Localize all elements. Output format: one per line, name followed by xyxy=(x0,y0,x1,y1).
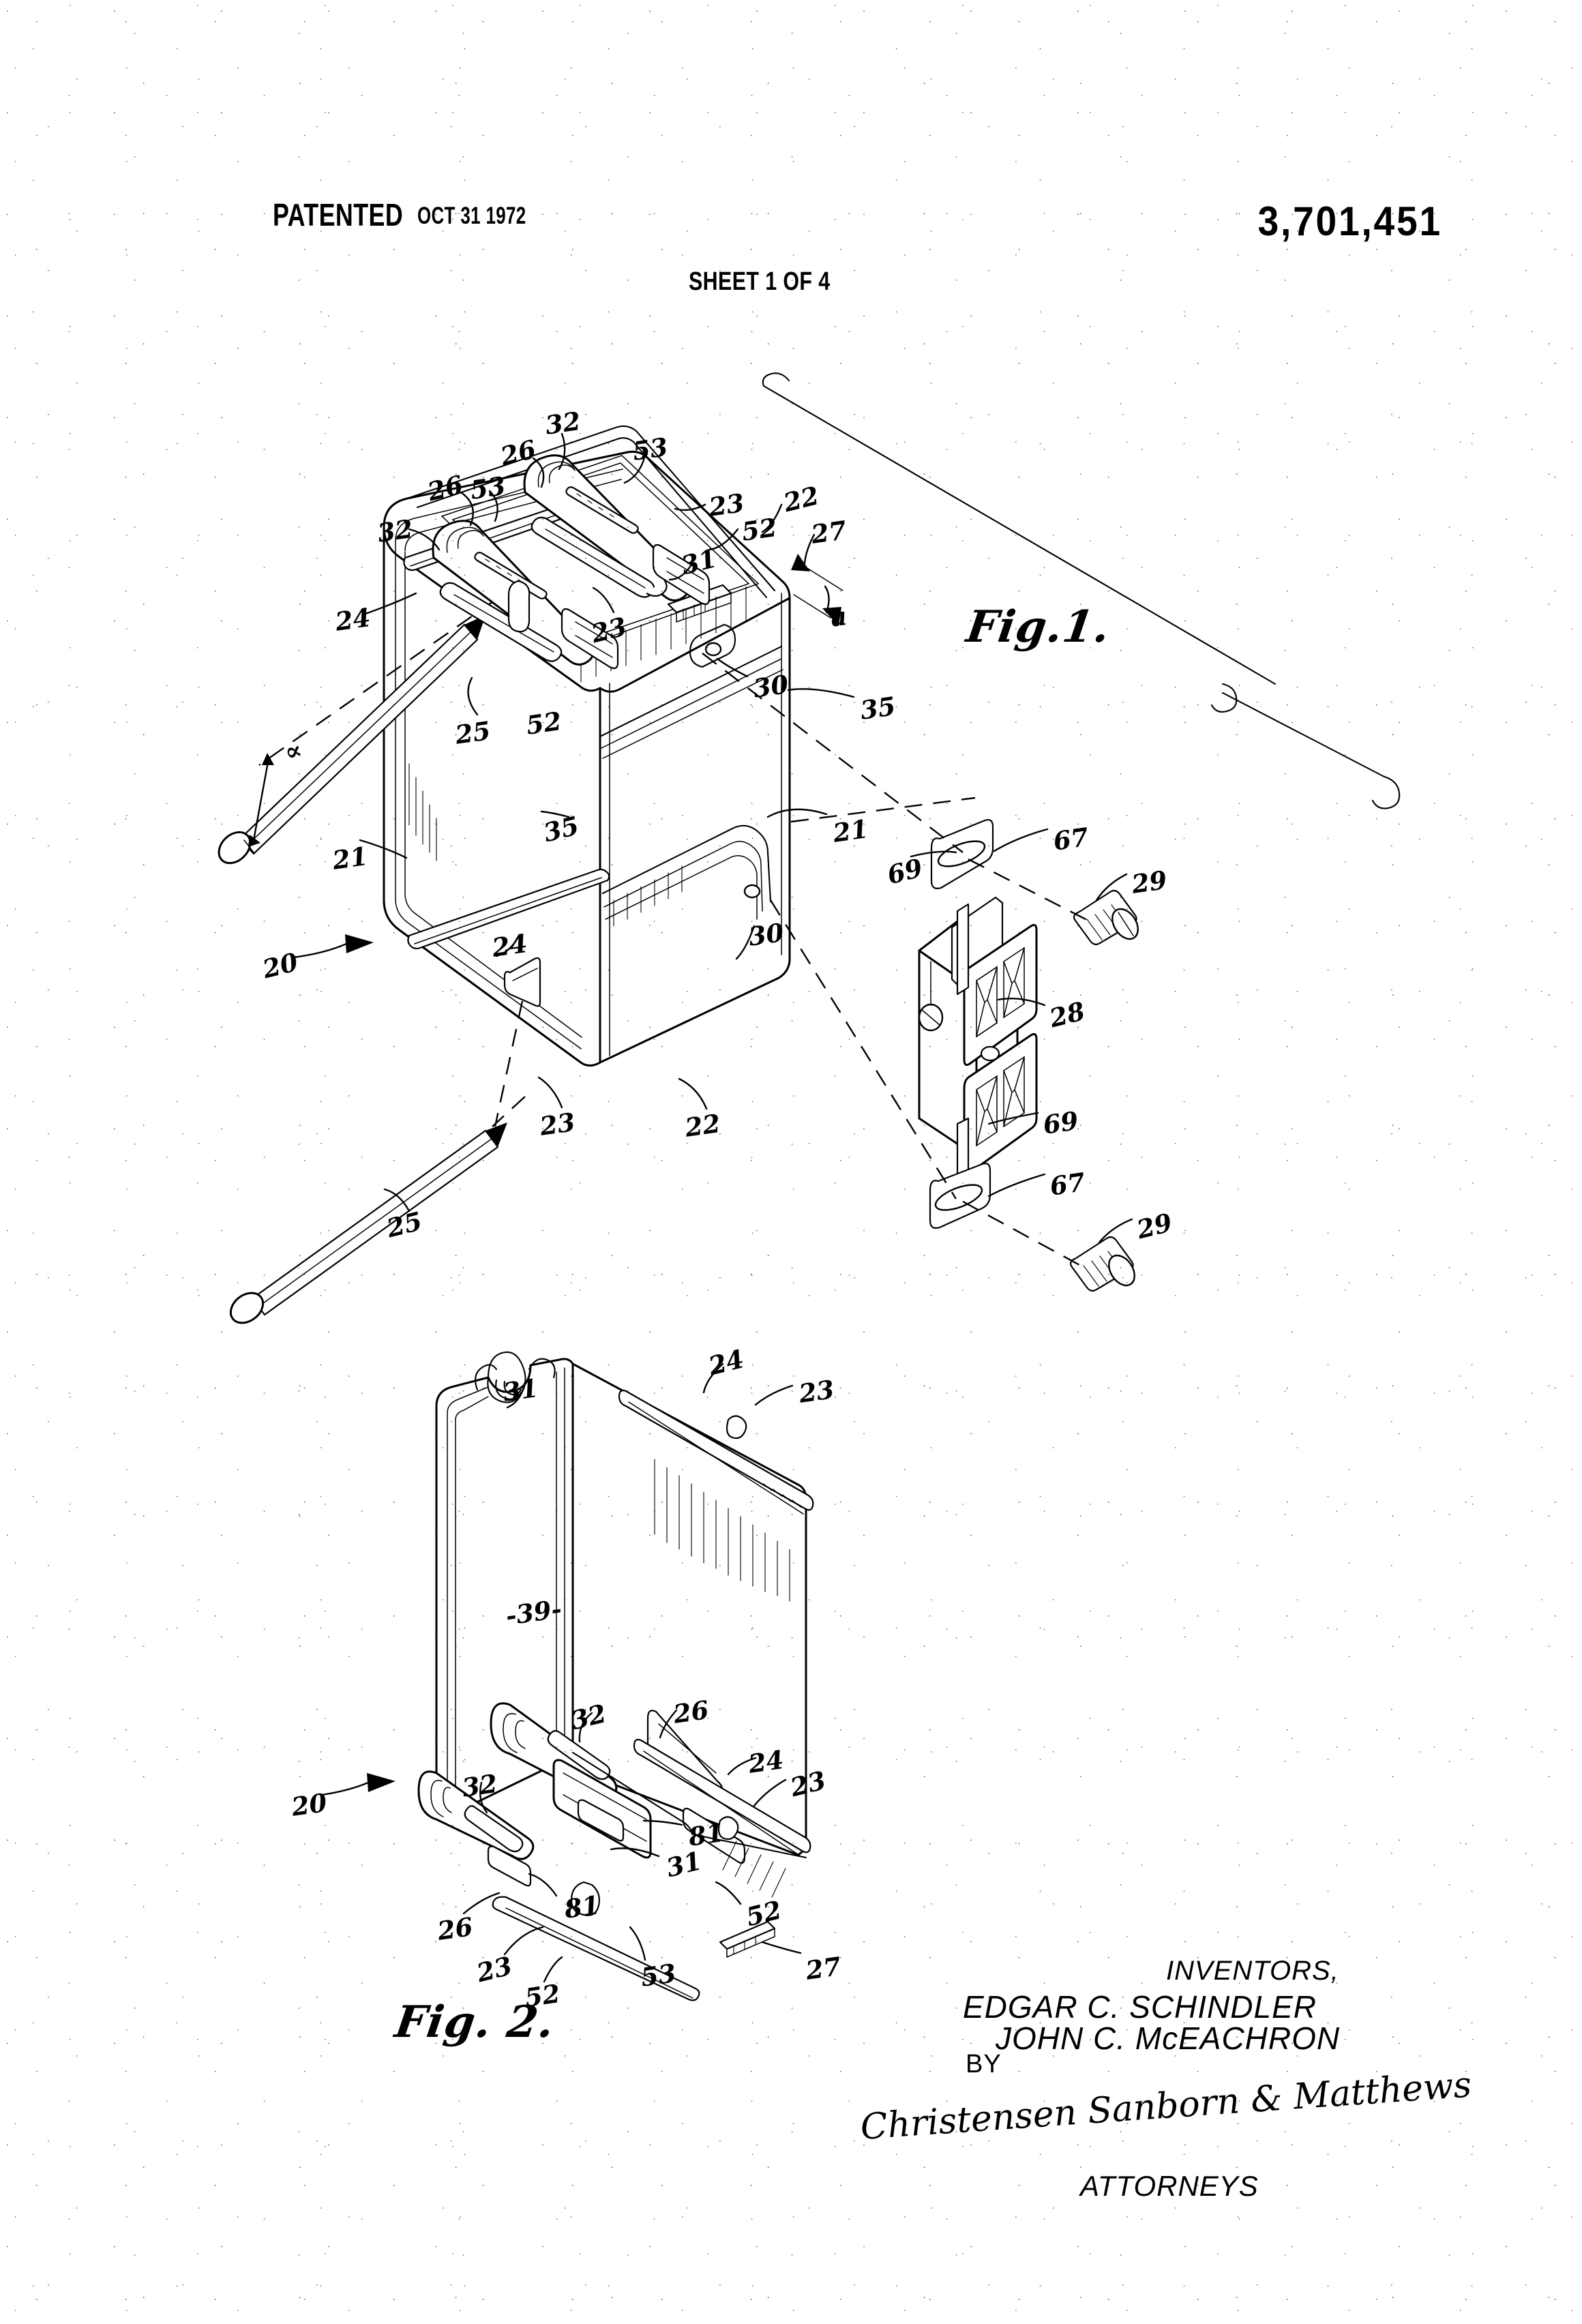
inventor-name-2: JOHN C. McEACHRON xyxy=(996,2021,1341,2056)
ref-numeral-fig1-35: 35 xyxy=(858,691,898,726)
ref-numeral-fig1-67: 67 xyxy=(1047,1167,1088,1202)
ref-numeral-fig2-26: 26 xyxy=(435,1911,475,1946)
ref-numeral-fig1-69: 69 xyxy=(1041,1105,1081,1140)
attorneys-label: ATTORNEYS xyxy=(1080,2170,1259,2202)
ref-numeral-fig1-25: 25 xyxy=(453,715,493,750)
ref-numeral-fig2-53: 53 xyxy=(638,1958,678,1993)
ref-numeral-fig2-81: 81 xyxy=(562,1890,602,1924)
ref-numeral-fig2-52: 52 xyxy=(522,1978,563,2013)
by-label: BY xyxy=(966,2050,1002,2079)
ref-numeral-fig1-21: 21 xyxy=(330,841,370,876)
ref-numeral-fig1-22: 22 xyxy=(683,1108,723,1143)
ref-numeral-fig1-27: 27 xyxy=(809,515,849,550)
ref-numeral-fig1-23: 23 xyxy=(537,1107,578,1142)
ref-numeral-fig2-24: 24 xyxy=(746,1744,786,1779)
ref-numeral-fig1-30: 30 xyxy=(751,669,791,704)
figure-1-caption: Fig.1. xyxy=(963,601,1114,653)
ref-numeral-fig1-53: 53 xyxy=(468,471,508,505)
ref-numeral-fig1-67: 67 xyxy=(1051,822,1091,856)
ref-numeral-fig2-31: 31 xyxy=(501,1373,541,1407)
ref-numeral-fig1-21: 21 xyxy=(831,814,871,848)
ref-numeral-fig1-24: 24 xyxy=(490,928,530,963)
ref-numeral-fig2-32: 32 xyxy=(460,1768,500,1803)
ref-numeral-fig1-32: 32 xyxy=(543,406,583,441)
ref-numeral-fig2-23: 23 xyxy=(796,1374,837,1409)
ref-numeral-fig2-27: 27 xyxy=(803,1951,844,1986)
ref-numeral-fig2-20: 20 xyxy=(289,1787,329,1822)
ref-numeral-fig1-24: 24 xyxy=(333,602,373,637)
ref-numeral-fig1-53: 53 xyxy=(630,432,670,466)
ref-numeral-fig1-52: 52 xyxy=(524,706,564,741)
ref-numeral-fig1-52: 52 xyxy=(739,512,779,547)
ref-numeral-fig1-30: 30 xyxy=(746,917,786,952)
ref-numeral-fig1-29: 29 xyxy=(1129,865,1169,899)
inventors-label: INVENTORS, xyxy=(1166,1956,1339,1986)
ref-numeral-fig2-26: 26 xyxy=(671,1695,711,1729)
ref-numeral-fig1-32: 32 xyxy=(375,513,415,548)
